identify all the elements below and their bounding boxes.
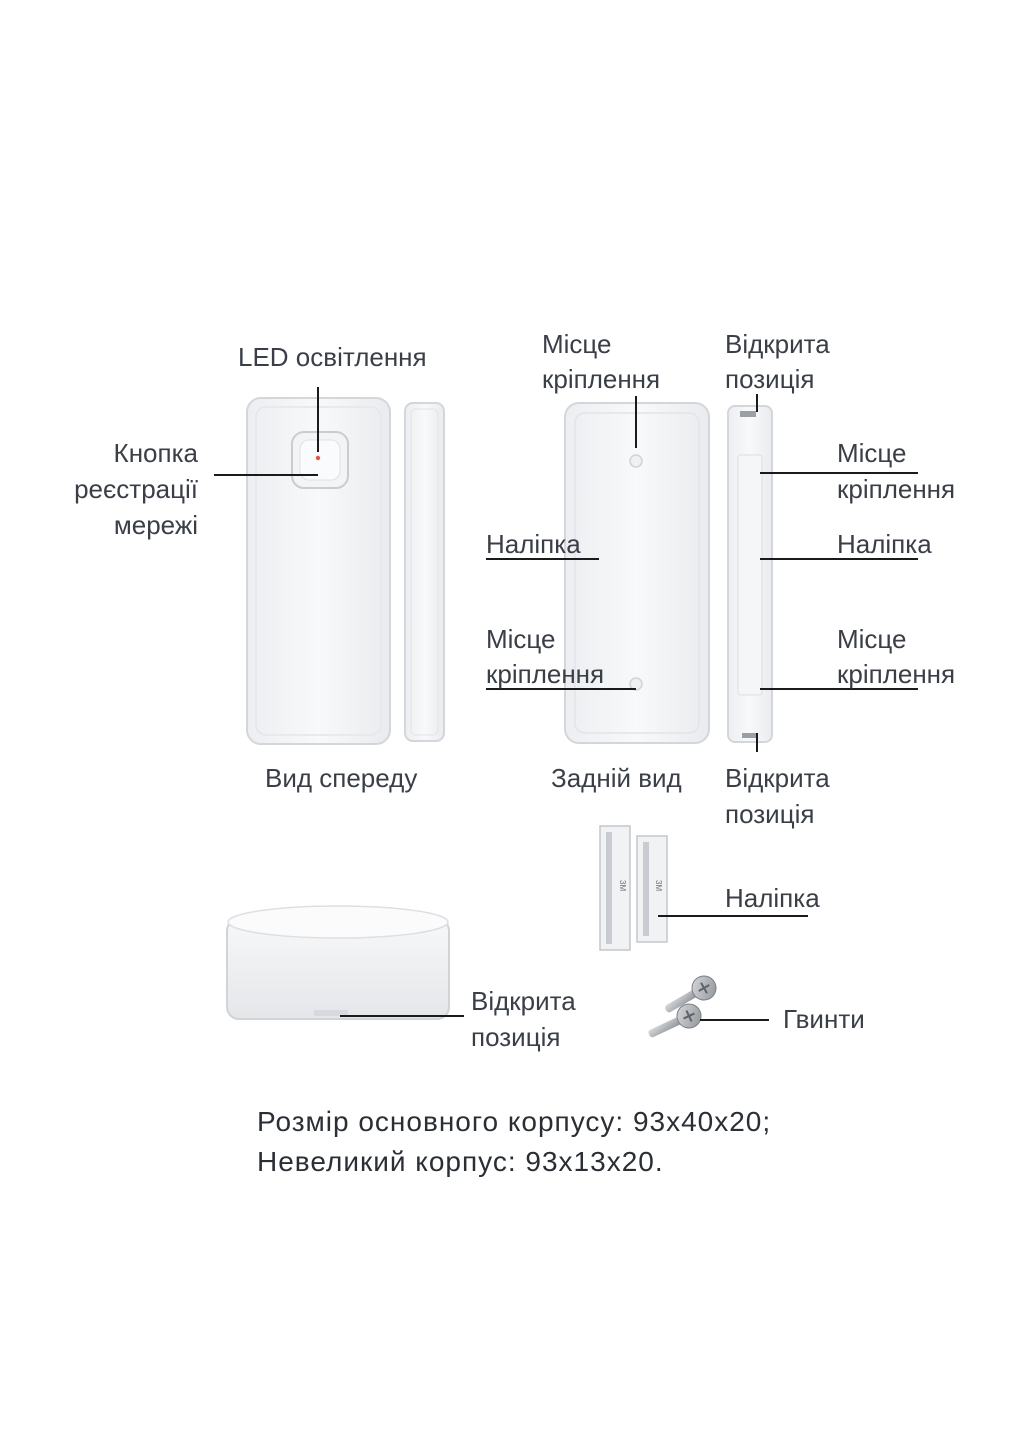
side-view-body	[226, 905, 450, 1020]
sticker-print: 3M	[618, 880, 627, 891]
led-indicator	[315, 455, 321, 461]
label-sticker-left: Наліпка	[486, 529, 581, 559]
label-mount-top-2: кріплення	[542, 364, 661, 394]
spec-small-housing: Невеликий корпус: 93x13x20.	[257, 1146, 664, 1177]
label-open-position-top-1: Відкрита	[725, 329, 830, 359]
screws	[648, 975, 717, 1038]
adhesive-strips: 3M 3M	[599, 825, 668, 951]
label-open-position-top-2: позиція	[725, 364, 815, 394]
leader-lines	[214, 387, 918, 1021]
label-open-position-bottom-2: позиція	[471, 1022, 561, 1052]
label-open-position-bottom-1: Відкрита	[471, 986, 576, 1016]
label-rear-view: Задній вид	[551, 763, 682, 793]
label-front-view: Вид спереду	[265, 763, 418, 793]
rear-small-body	[727, 405, 773, 743]
label-screws: Гвинти	[783, 1004, 865, 1034]
label-mount-left-1: Місце	[486, 624, 556, 654]
label-mount-side-bottom-2: кріплення	[837, 659, 956, 689]
label-mount-left-2: кріплення	[486, 659, 605, 689]
mount-hole-top	[629, 454, 643, 468]
sticker-print: 3M	[654, 880, 663, 891]
label-mount-top-1: Місце	[542, 329, 612, 359]
label-pairing-button-3: мережі	[113, 510, 198, 540]
label-mount-side-bottom-1: Місце	[837, 624, 907, 654]
label-mount-side-top-2: кріплення	[837, 474, 956, 504]
label-mount-side-top-1: Місце	[837, 438, 907, 468]
label-led-lighting: LED освітлення	[238, 342, 427, 372]
label-sticker-strips: Наліпка	[725, 883, 820, 913]
label-pairing-button-2: реєстрації	[74, 474, 198, 504]
label-sticker-right: Наліпка	[837, 529, 932, 559]
label-open-position-mid-2: позиція	[725, 799, 815, 829]
rear-main-body	[564, 402, 710, 744]
label-pairing-button-1: Кнопка	[113, 438, 198, 468]
label-open-position-mid-1: Відкрита	[725, 763, 830, 793]
spec-main-housing: Розмір основного корпусу: 93x40x20;	[257, 1106, 772, 1137]
front-small-body	[404, 402, 445, 742]
